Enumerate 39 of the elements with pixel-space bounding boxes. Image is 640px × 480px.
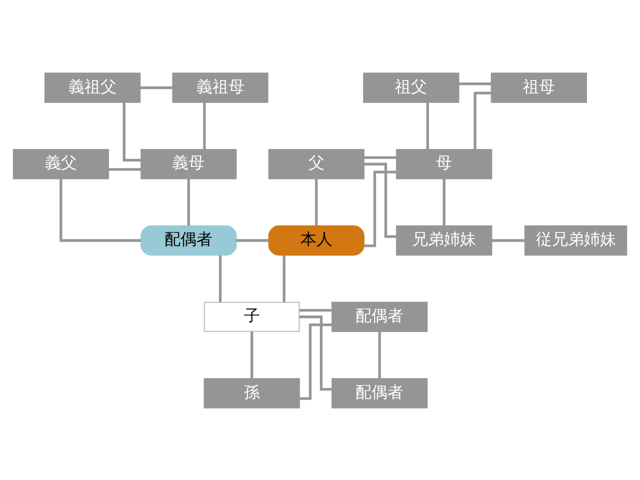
node-box: 配偶者 (332, 301, 428, 332)
node-box: 義父 (12, 148, 109, 179)
connector (426, 102, 429, 149)
node-box: 従兄弟姉妹 (524, 224, 628, 256)
connector (60, 178, 142, 242)
connector (364, 162, 396, 238)
node-box: 義祖父 (44, 72, 141, 102)
connector (315, 178, 318, 226)
node-box: 義母 (140, 148, 237, 179)
connector (236, 238, 269, 242)
connector (492, 238, 525, 242)
connector (250, 331, 254, 378)
connector (282, 254, 286, 302)
connector (299, 315, 332, 390)
connector (218, 254, 222, 302)
connector (299, 308, 332, 312)
node-box: 父 (268, 148, 364, 179)
connector (108, 168, 142, 170)
connector (122, 102, 142, 161)
connector (364, 170, 397, 247)
node-box: 孫 (204, 378, 300, 408)
node-box: 母 (396, 148, 492, 179)
node-box: 本人 (268, 224, 364, 256)
connector (442, 178, 446, 226)
connector (203, 102, 206, 149)
node-box: 義祖母 (172, 72, 268, 102)
node-box: 祖父 (363, 72, 460, 102)
connector (140, 86, 173, 89)
connector (300, 322, 332, 400)
node-box: 配偶者 (332, 378, 428, 408)
node-box: 兄弟姉妹 (396, 224, 492, 256)
connector (474, 91, 492, 149)
node-box: 子 (204, 301, 300, 332)
node-box: 配偶者 (140, 224, 237, 256)
connector (364, 156, 396, 158)
node-box: 祖母 (490, 72, 587, 102)
connector (378, 331, 381, 378)
connector (458, 82, 492, 85)
connector (187, 178, 190, 226)
